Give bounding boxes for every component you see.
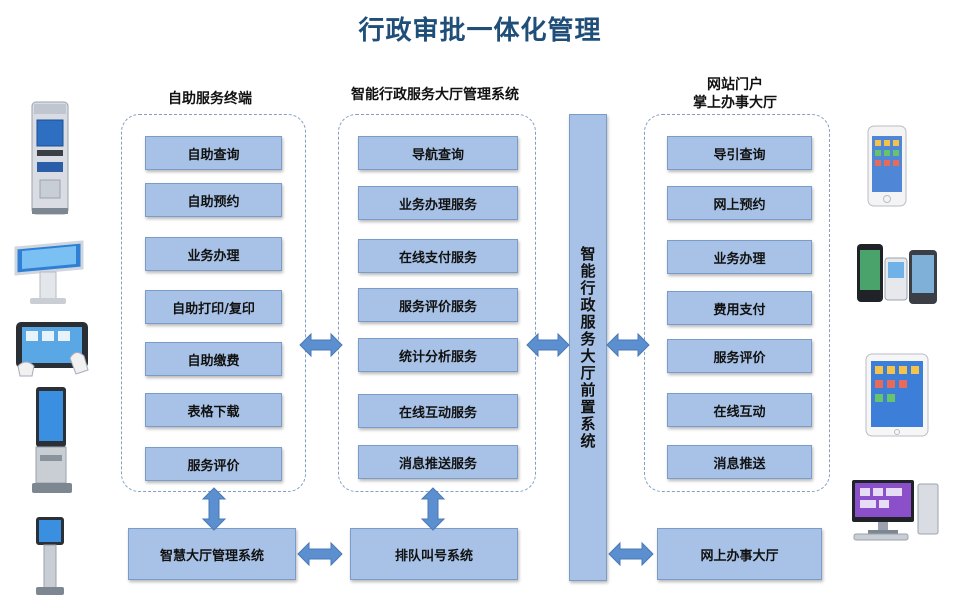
ipad-icon (865, 353, 929, 437)
right-group-label-line2: 掌上办事大厅 (693, 95, 777, 111)
hall-management-system[interactable]: 智慧大厅管理系统 (128, 528, 296, 580)
touch-table-icon (14, 240, 84, 304)
desktop-computer-icon (852, 480, 939, 541)
arrow-left-group-hall (201, 487, 227, 531)
front-system-bar[interactable]: 智能行政服务大厅前置系统 (569, 114, 607, 581)
left-item-print-copy[interactable]: 自助打印/复印 (145, 290, 282, 324)
middle-item-business[interactable]: 业务办理服务 (358, 186, 518, 220)
left-item-self-booking[interactable]: 自助预约 (145, 183, 282, 217)
kiosk-terminal-icon (31, 101, 69, 215)
middle-item-navigation[interactable]: 导航查询 (358, 136, 518, 170)
right-item-online-booking[interactable]: 网上预约 (667, 186, 812, 220)
online-service-hall[interactable]: 网上办事大厅 (657, 528, 822, 580)
middle-group-label: 智能行政服务大厅管理系统 (351, 87, 519, 103)
left-item-form-download[interactable]: 表格下载 (145, 393, 282, 427)
left-item-self-query[interactable]: 自助查询 (145, 136, 282, 170)
arrow-middle-group-queue (420, 487, 446, 531)
tablet-touch-icon (16, 322, 89, 377)
arrow-left-middle (299, 332, 343, 358)
arrow-middle-front (526, 332, 570, 358)
right-item-fee-pay[interactable]: 费用支付 (667, 291, 812, 325)
right-item-guide-query[interactable]: 导引查询 (667, 136, 812, 170)
right-item-business[interactable]: 业务办理 (667, 240, 812, 274)
left-group-label: 自助服务终端 (168, 91, 252, 107)
left-item-self-pay[interactable]: 自助缴费 (145, 342, 282, 376)
middle-item-interaction[interactable]: 在线互动服务 (358, 394, 518, 428)
small-kiosk-icon (36, 517, 64, 595)
page-title: 行政审批一体化管理 (358, 16, 602, 46)
smartphones-icon (857, 244, 937, 304)
middle-item-statistics[interactable]: 统计分析服务 (358, 338, 518, 372)
arrow-hall-queue (297, 541, 343, 567)
left-item-business[interactable]: 业务办理 (145, 237, 282, 271)
middle-item-online-pay[interactable]: 在线支付服务 (358, 239, 518, 273)
arrow-front-right (606, 332, 650, 358)
arrow-front-online-hall (608, 541, 654, 567)
right-item-interaction[interactable]: 在线互动 (667, 393, 812, 427)
right-group-label-line1: 网站门户 (707, 77, 763, 93)
queue-calling-system[interactable]: 排队叫号系统 (350, 528, 518, 580)
standing-kiosk-icon (32, 387, 72, 493)
right-item-push[interactable]: 消息推送 (667, 445, 812, 479)
right-item-evaluation[interactable]: 服务评价 (667, 339, 812, 373)
left-item-evaluation[interactable]: 服务评价 (145, 447, 282, 481)
front-system-label: 智能行政服务大厅前置系统 (578, 245, 597, 450)
right-group-container (644, 114, 830, 492)
middle-item-evaluation[interactable]: 服务评价服务 (358, 288, 518, 322)
middle-item-push[interactable]: 消息推送服务 (358, 445, 518, 479)
iphone-icon (867, 125, 907, 207)
